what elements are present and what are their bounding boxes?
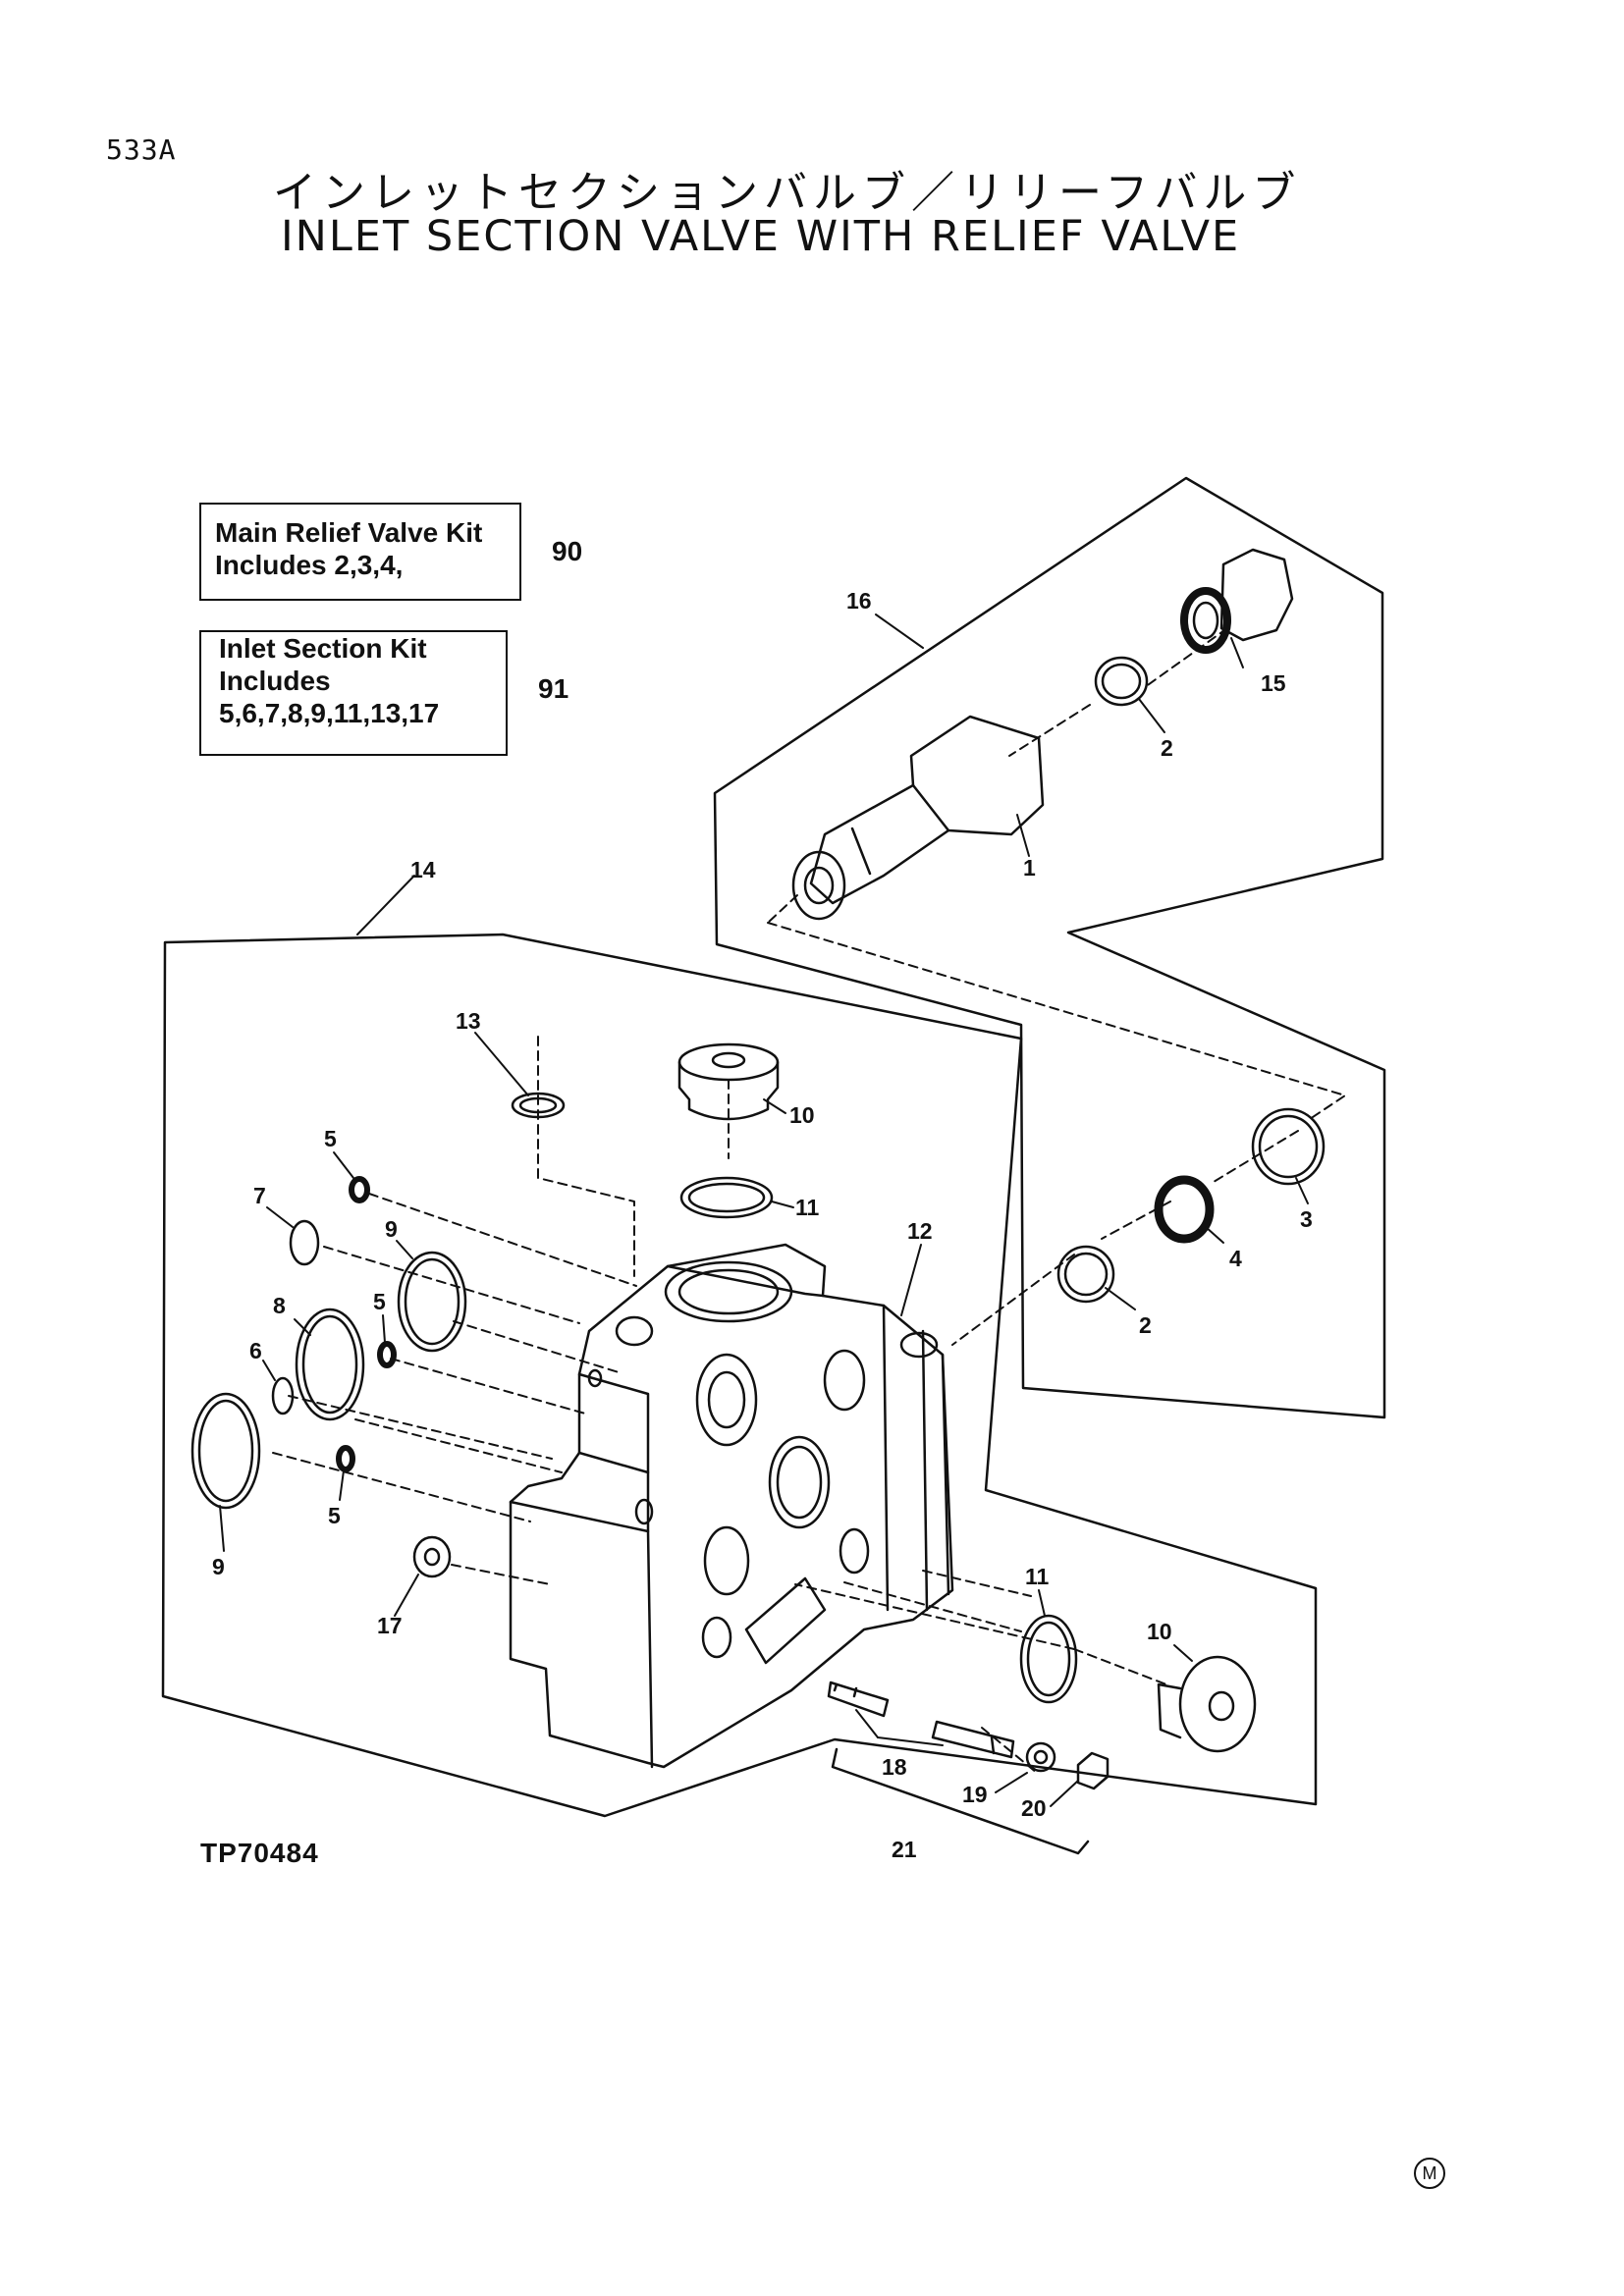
title-japanese: インレットセクションバルブ／リリーフバルブ [273, 168, 1302, 218]
kit-line: Inlet Section Kit [219, 633, 427, 664]
part-2-o-ring-lower-inner [1063, 1252, 1109, 1297]
part-17-washer-inner [423, 1547, 441, 1567]
part-2-o-ring-lower [1056, 1245, 1115, 1304]
callout-16: 16 [846, 588, 872, 614]
part-5-seal [349, 1176, 370, 1203]
callout-10: 10 [789, 1102, 815, 1128]
callout-5-middle: 5 [373, 1289, 386, 1314]
leader-lines [219, 614, 1309, 1807]
m-mark: M [1414, 2158, 1445, 2189]
part-12-valve-body [509, 1243, 954, 1769]
inlet-section-kit-box: Inlet Section Kit Includes 5,6,7,8,9,11,… [199, 630, 508, 756]
part-10-plug-upper [677, 1042, 780, 1121]
part-3-o-ring [1251, 1107, 1326, 1186]
part-2-o-ring [1094, 656, 1149, 707]
part-20-nut [1076, 1751, 1110, 1790]
callout-6: 6 [249, 1338, 262, 1363]
part-11-o-ring-lower-inner [1026, 1621, 1071, 1697]
kit-line: Main Relief Valve Kit [215, 517, 483, 548]
kit-line: Includes 2,3,4, [215, 550, 404, 580]
callout-3: 3 [1300, 1206, 1313, 1232]
part-6-o-ring [271, 1376, 295, 1415]
callout-9-lower: 9 [212, 1554, 225, 1579]
page-code: 533A [106, 133, 177, 166]
part-2-o-ring-inner [1101, 663, 1142, 700]
callout-15: 15 [1261, 670, 1286, 696]
part-9-o-ring [397, 1251, 467, 1353]
callout-21: 21 [892, 1837, 917, 1862]
callout-20: 20 [1021, 1795, 1047, 1821]
callout-13: 13 [456, 1008, 481, 1034]
callout-numbers: 16 15 2 1 14 13 10 11 12 3 4 2 5 7 9 8 5… [212, 588, 1313, 1862]
figure-id: TP70484 [200, 1838, 319, 1868]
callout-10-lower: 10 [1147, 1619, 1172, 1644]
part-9-o-ring-inner [197, 1399, 254, 1503]
part-4-backup-ring [1154, 1175, 1215, 1244]
part-19-washer [1025, 1741, 1056, 1773]
callout-2-lower: 2 [1139, 1312, 1152, 1338]
part-11-o-ring-upper [679, 1176, 774, 1219]
part-15-plug [1180, 548, 1294, 654]
callout-5-lower: 5 [328, 1503, 341, 1528]
part-19-washer-inner [1033, 1749, 1049, 1765]
callout-11: 11 [795, 1195, 820, 1220]
part-11-o-ring-upper-inner [687, 1182, 766, 1213]
callout-4: 4 [1229, 1246, 1242, 1271]
kit-line: Includes [219, 666, 331, 696]
part-11-o-ring-lower [1019, 1614, 1078, 1704]
part-5-seal [336, 1445, 355, 1472]
callout-18: 18 [882, 1754, 907, 1780]
callout-1: 1 [1023, 855, 1036, 881]
callout-19: 19 [962, 1782, 988, 1807]
part-3-o-ring-inner [1258, 1114, 1319, 1179]
assembly-dashed-lines [272, 627, 1346, 1774]
callout-11-lower: 11 [1025, 1564, 1050, 1589]
part-13-o-ring-inner [518, 1096, 558, 1114]
kit-line: 5,6,7,8,9,11,13,17 [219, 698, 440, 728]
kit-number-90: 90 [552, 536, 583, 566]
callout-8: 8 [273, 1293, 286, 1318]
part-21-bracket [831, 1747, 1090, 1855]
callout-9: 9 [385, 1216, 398, 1242]
callout-12: 12 [907, 1218, 933, 1244]
inlet-body-panel-outline [161, 933, 1318, 1818]
part-7-o-ring [289, 1219, 320, 1266]
callout-2: 2 [1161, 735, 1173, 761]
title-english: INLET SECTION VALVE WITH RELIEF VALVE [281, 212, 1241, 261]
part-1-relief-valve-cartridge [791, 715, 1045, 921]
part-5-seal [377, 1341, 397, 1368]
part-9-o-ring [190, 1392, 261, 1510]
callout-17: 17 [377, 1613, 403, 1638]
kit-number-91: 91 [538, 673, 569, 704]
part-8-o-ring [295, 1308, 365, 1421]
part-13-o-ring [511, 1092, 566, 1119]
relief-valve-panel-outline [713, 476, 1386, 1419]
part-18-stud [827, 1681, 1015, 1759]
part-8-o-ring-inner [301, 1314, 358, 1415]
callout-7: 7 [253, 1183, 266, 1208]
part-9-o-ring-inner [404, 1257, 460, 1346]
callout-14: 14 [410, 857, 436, 882]
main-relief-valve-kit-box: Main Relief Valve Kit Includes 2,3,4, [199, 503, 521, 601]
part-17-washer [412, 1535, 452, 1578]
callout-5: 5 [324, 1126, 337, 1151]
part-10-plug-lower [1157, 1655, 1257, 1753]
